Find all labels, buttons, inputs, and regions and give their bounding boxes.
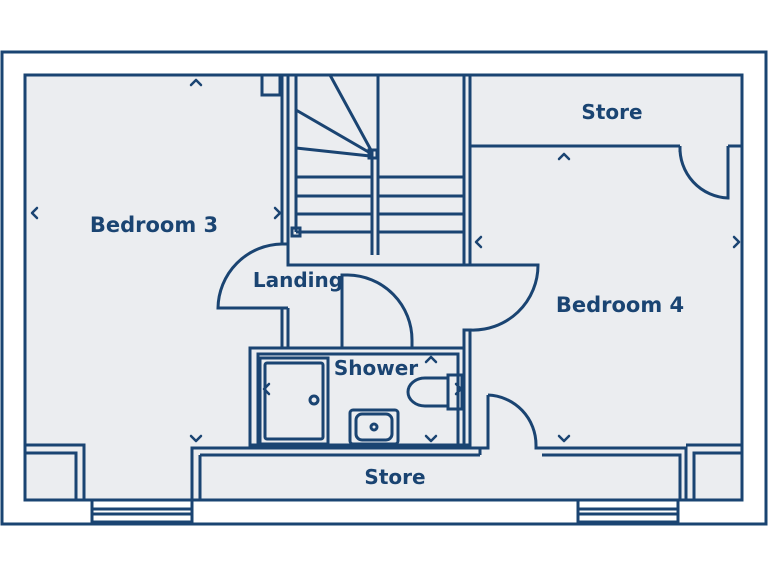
room-label-landing: Landing (253, 268, 343, 292)
chevron-down-icon (189, 434, 203, 443)
chevron-down-icon (424, 434, 438, 443)
stair-newel-post (367, 148, 379, 160)
shower-tray-inner (263, 361, 325, 441)
store-bottom-wall (190, 395, 490, 500)
stair-enclosure (286, 73, 466, 267)
stair-winder (328, 74, 374, 153)
chevron-right-icon (732, 235, 741, 249)
basin-drain (369, 422, 379, 432)
chevron-down-icon (557, 434, 571, 443)
bay-right-inner (692, 451, 742, 500)
chevron-right-icon (273, 206, 282, 220)
chevron-right-icon (454, 382, 463, 396)
chevron-up-icon (557, 152, 571, 161)
window-bottom-left (90, 498, 194, 524)
chevron-left-icon (30, 206, 39, 220)
shower-tray (258, 356, 330, 446)
wall-stub (260, 75, 282, 97)
store-bottom-door-arc (487, 393, 688, 500)
bedroom4-door-arc (469, 263, 540, 332)
chevron-up-icon (189, 78, 203, 87)
room-label-bedroom3: Bedroom 3 (90, 213, 218, 237)
bay-left (25, 443, 86, 500)
stair-winder (295, 146, 371, 158)
toilet-cistern (446, 373, 464, 411)
room-label-shower: Shower (334, 356, 418, 380)
shower-drain (308, 394, 320, 406)
bedroom3-door-arc (216, 242, 288, 310)
window-bottom-right (576, 498, 680, 524)
chevron-left-icon (474, 235, 483, 249)
room-label-store-top: Store (581, 100, 642, 124)
shower-door-arc (347, 273, 414, 348)
room-label-bedroom4: Bedroom 4 (556, 293, 684, 317)
basin (348, 408, 400, 446)
basin-bowl (354, 412, 394, 442)
store-bottom-wall-inner-right (542, 453, 682, 500)
store-top-door-arc (678, 145, 730, 200)
chevron-up-icon (424, 355, 438, 364)
stair-winder (295, 108, 373, 156)
bay-left-inner (25, 451, 78, 500)
room-label-store-bottom: Store (364, 465, 425, 489)
toilet-bowl (406, 376, 448, 408)
chevron-left-icon (262, 382, 271, 396)
stair-post (290, 226, 302, 238)
